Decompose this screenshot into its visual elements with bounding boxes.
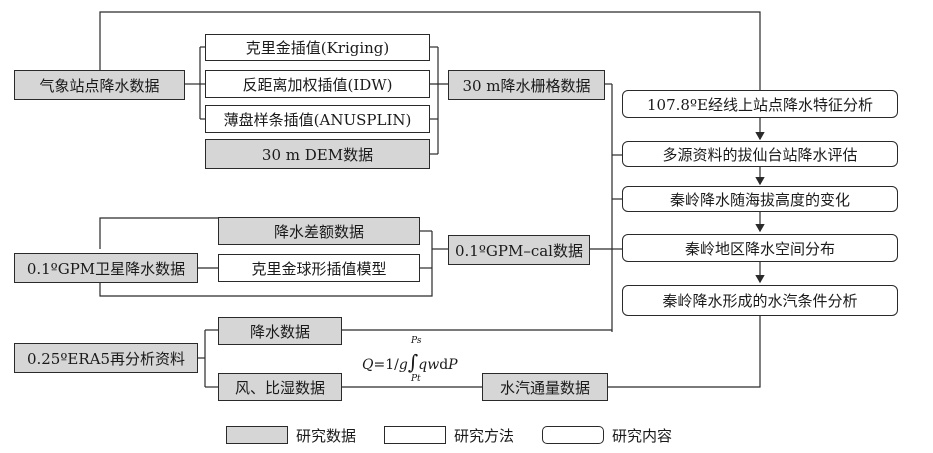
vapor-flux-label: 水汽通量数据 — [499, 378, 590, 397]
era5-precip-box: 降水数据 — [218, 317, 342, 345]
grid-30m-label: 30 m降水栅格数据 — [462, 76, 591, 95]
legend-method-label: 研究方法 — [454, 427, 515, 445]
station-data-label: 气象站点降水数据 — [39, 76, 160, 95]
gpm-cal-box: 0.1ºGPM–cal数据 — [448, 235, 590, 265]
kriging-sphere-box: 克里金球形插值模型 — [218, 254, 420, 282]
idw-box: 反距离加权插值(IDW) — [205, 70, 430, 98]
legend-data-swatch — [226, 426, 288, 444]
era5-precip-label: 降水数据 — [249, 322, 310, 341]
formula-eq: =1/ — [373, 357, 399, 373]
research-content-1-label: 107.8ºE经线上站点降水特征分析 — [647, 95, 873, 114]
dem-label: 30 m DEM数据 — [261, 145, 374, 164]
formula-upper-limit: Ps — [411, 336, 422, 346]
precip-diff-box: 降水差额数据 — [218, 217, 420, 245]
anusplin-label: 薄盘样条插值(ANUSPLIN) — [223, 110, 412, 129]
research-content-3-label: 秦岭降水随海拔高度的变化 — [669, 190, 850, 209]
gpm-satellite-label: 0.1ºGPM卫星降水数据 — [26, 259, 186, 278]
dem-box: 30 m DEM数据 — [205, 139, 430, 169]
era5-box: 0.25ºERA5再分析资料 — [14, 343, 198, 373]
formula-g: g — [398, 357, 408, 373]
gpm-cal-label: 0.1ºGPM–cal数据 — [455, 241, 583, 260]
research-content-2: 多源资料的拔仙台站降水评估 — [622, 141, 898, 167]
era5-label: 0.25ºERA5再分析资料 — [26, 349, 186, 368]
legend-data-label: 研究数据 — [296, 427, 357, 445]
kriging-box: 克里金插值(Kriging) — [205, 34, 430, 61]
research-content-5-label: 秦岭降水形成的水汽条件分析 — [662, 292, 858, 310]
research-content-4: 秦岭地区降水空间分布 — [622, 234, 898, 262]
idw-label: 反距离加权插值(IDW) — [242, 75, 393, 94]
research-content-2-label: 多源资料的拔仙台站降水评估 — [662, 145, 858, 164]
formula-integral: ∫ — [407, 350, 419, 374]
research-content-1: 107.8ºE经线上站点降水特征分析 — [622, 90, 898, 118]
formula-q: Q — [362, 357, 374, 373]
precip-diff-label: 降水差额数据 — [273, 222, 364, 241]
vapor-flux-formula: Q=1/g∫qwdP — [362, 350, 458, 374]
kriging-label: 克里金插值(Kriging) — [245, 39, 390, 57]
station-data-box: 气象站点降水数据 — [14, 70, 185, 100]
research-content-4-label: 秦岭地区降水空间分布 — [684, 239, 835, 258]
wind-humidity-box: 风、比湿数据 — [218, 373, 342, 401]
grid-30m-box: 30 m降水栅格数据 — [448, 70, 605, 100]
wind-humidity-label: 风、比湿数据 — [234, 378, 325, 397]
formula-integrand: qw — [418, 357, 440, 373]
legend-method-swatch — [384, 426, 446, 444]
anusplin-box: 薄盘样条插值(ANUSPLIN) — [205, 105, 430, 133]
formula-lower-limit: Pt — [411, 374, 421, 384]
research-content-5: 秦岭降水形成的水汽条件分析 — [622, 285, 898, 316]
legend-content-swatch — [542, 426, 604, 444]
kriging-sphere-label: 克里金球形插值模型 — [251, 259, 387, 278]
research-content-3: 秦岭降水随海拔高度的变化 — [622, 186, 898, 212]
gpm-satellite-box: 0.1ºGPM卫星降水数据 — [14, 253, 198, 283]
legend-content-label: 研究内容 — [612, 427, 673, 445]
vapor-flux-box: 水汽通量数据 — [482, 373, 608, 401]
